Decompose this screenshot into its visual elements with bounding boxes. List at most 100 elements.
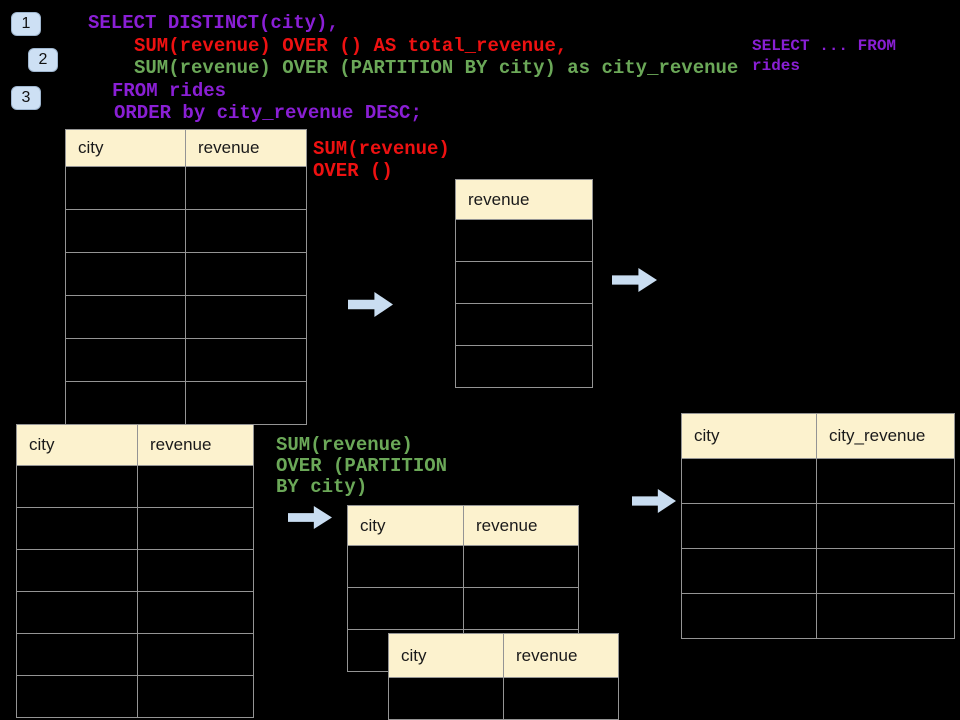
step-badge-3-label: 3 — [21, 89, 31, 106]
table-row — [456, 346, 592, 387]
table-partition-front-header: city revenue — [389, 634, 618, 678]
table-result: city city_revenue — [681, 413, 955, 639]
table-cell — [17, 634, 138, 675]
table-row — [17, 676, 253, 717]
table-row — [682, 459, 954, 504]
table-row — [66, 382, 306, 424]
table-cell — [66, 382, 186, 424]
table-cell — [17, 592, 138, 633]
table-cell — [138, 508, 253, 549]
table-cell — [682, 504, 817, 548]
side-note-line1: SELECT ... FROM — [752, 37, 897, 55]
table-row — [17, 508, 253, 550]
column-header-city: city — [348, 506, 464, 545]
step-badge-2-label: 2 — [38, 51, 48, 68]
table-row — [456, 220, 592, 262]
table-row — [66, 296, 306, 339]
table-cell — [17, 508, 138, 549]
table-cell — [456, 304, 592, 345]
table-total-revenue-header: revenue — [456, 180, 592, 220]
table-cell — [186, 382, 306, 424]
arrow-right-icon — [348, 292, 393, 317]
step-badge-1: 1 — [11, 12, 41, 36]
sql-line-total-revenue: SUM(revenue) OVER () AS total_revenue, — [134, 35, 568, 57]
table-row — [682, 594, 954, 638]
table-row — [389, 678, 618, 720]
table-rides-bottom-header: city revenue — [17, 425, 253, 466]
table-cell — [464, 588, 578, 629]
table-cell — [817, 594, 954, 638]
table-row — [348, 546, 578, 588]
sql-line-partition: SUM(revenue) OVER (PARTITION BY city) as… — [134, 57, 739, 79]
table-cell — [186, 167, 306, 209]
table-cell — [456, 262, 592, 303]
table-cell — [464, 546, 578, 587]
table-rides-top-header: city revenue — [66, 130, 306, 167]
table-cell — [456, 220, 592, 261]
column-header-city: city — [682, 414, 817, 458]
table-row — [456, 262, 592, 304]
table-cell — [66, 210, 186, 252]
table-cell — [456, 346, 592, 387]
table-row — [17, 592, 253, 634]
sql-line-select: SELECT DISTINCT(city), — [88, 12, 339, 34]
annotation-total-line1: SUM(revenue) — [313, 138, 450, 160]
table-row — [66, 339, 306, 382]
column-header-revenue: revenue — [198, 138, 260, 157]
column-header-revenue: revenue — [476, 515, 538, 535]
table-row — [66, 210, 306, 253]
table-cell — [186, 210, 306, 252]
table-cell — [138, 592, 253, 633]
table-cell — [66, 296, 186, 338]
arrow-right-icon — [288, 506, 332, 529]
column-header-city: city — [17, 425, 138, 465]
table-partition-front: city revenue — [388, 633, 619, 720]
table-partition-back: city revenue — [347, 505, 579, 672]
table-cell — [682, 549, 817, 593]
table-row — [456, 304, 592, 346]
table-total-revenue: revenue — [455, 179, 593, 388]
table-rides-bottom: city revenue — [16, 424, 254, 718]
step-badge-1-label: 1 — [21, 15, 31, 32]
table-row — [17, 634, 253, 676]
table-cell — [138, 634, 253, 675]
arrow-right-icon — [612, 268, 657, 292]
table-cell — [504, 678, 618, 719]
table-cell — [138, 466, 253, 507]
column-header-revenue: revenue — [150, 435, 212, 454]
table-partition-back-header: city revenue — [348, 506, 578, 546]
sql-line-order-by: ORDER by city_revenue DESC; — [114, 102, 422, 124]
annotation-total-revenue: SUM(revenue)OVER () — [313, 138, 450, 182]
table-cell — [186, 253, 306, 295]
table-cell — [138, 676, 253, 717]
table-cell — [389, 678, 504, 719]
side-note-line2: rides — [752, 57, 801, 75]
table-cell — [66, 167, 186, 209]
table-cell — [66, 339, 186, 381]
table-cell — [17, 550, 138, 591]
table-cell — [817, 504, 954, 548]
step-badge-3: 3 — [11, 86, 41, 110]
side-note-select-from-rides: SELECT ... FROM rides — [752, 36, 896, 76]
column-header-revenue: revenue — [516, 645, 578, 665]
table-cell — [17, 676, 138, 717]
arrow-right-icon — [632, 489, 676, 513]
table-row — [66, 253, 306, 296]
table-row — [66, 167, 306, 210]
table-cell — [817, 549, 954, 593]
table-cell — [66, 253, 186, 295]
column-header-city: city — [389, 634, 504, 677]
table-rides-top: city revenue — [65, 129, 307, 425]
table-cell — [682, 594, 817, 638]
annotation-partition-line3: BY city) — [276, 476, 368, 498]
column-header-city: city — [66, 130, 186, 166]
table-cell — [17, 466, 138, 507]
table-cell — [682, 459, 817, 503]
table-cell — [138, 550, 253, 591]
table-cell — [186, 296, 306, 338]
column-header-city-revenue: city_revenue — [829, 426, 926, 445]
step-badge-2: 2 — [28, 48, 58, 72]
table-row — [348, 588, 578, 630]
table-row — [682, 549, 954, 594]
